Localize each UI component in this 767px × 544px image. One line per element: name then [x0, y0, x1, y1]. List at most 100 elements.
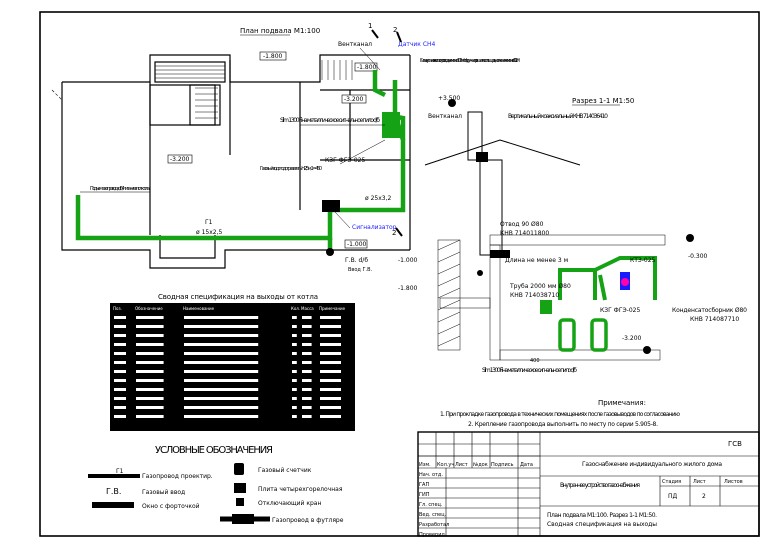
section-dim: 400	[530, 358, 540, 364]
elev-tag: -1.800	[263, 53, 283, 60]
spec-cell	[114, 415, 126, 418]
spec-cell	[136, 325, 164, 328]
legend-label: Газопровод в футляре	[272, 517, 344, 524]
plan-stairs	[155, 60, 353, 119]
tb-role: Проверил	[419, 532, 445, 538]
spec-cell	[292, 325, 297, 328]
section-elev: -1.000	[398, 257, 418, 264]
sheet-contents: План подвала М1:100. Разрез 1-1 М1:50.	[547, 512, 657, 519]
section-boiler-label: Slim 1300 Fi на металлическое сигнальное…	[482, 367, 577, 374]
spec-cell	[292, 343, 297, 346]
tb-column: Дата	[520, 462, 533, 468]
spec-cell	[320, 343, 341, 346]
spec-cell	[302, 325, 312, 328]
section-chimney-label: Вертикальный коаксиальный КНВ 714036410	[508, 113, 608, 120]
spec-cell	[292, 334, 297, 337]
title-block: ГСВ Газоснабжение индивидуального жилого…	[417, 431, 760, 538]
tb-role: Гл. спец.	[419, 502, 443, 508]
spec-cell	[114, 370, 126, 373]
spec-header-cell: Примечание	[319, 306, 346, 311]
tb-header: Лист	[693, 479, 706, 485]
spec-cell	[136, 352, 164, 355]
spec-cell	[114, 334, 126, 337]
spec-header-cell: Поз.	[113, 306, 122, 311]
plan-counter	[322, 200, 340, 212]
spec-cell	[320, 352, 341, 355]
legend-label: Окно с форточкой	[142, 503, 200, 510]
spec-cell	[302, 352, 312, 355]
legend-label: Отключающий кран	[258, 500, 321, 507]
elev-tag: -3.200	[170, 156, 190, 163]
tb-value: ПД	[668, 493, 678, 500]
elev-tag: -1.800	[357, 64, 377, 71]
tb-role: Нач. отд.	[419, 472, 443, 478]
plan-vent-label: Вентканал	[338, 41, 372, 48]
spec-cell	[302, 370, 312, 373]
plan-valve-label: КЗГ ФГЭ-025	[325, 157, 365, 164]
spec-cell	[292, 361, 297, 364]
section-1-1: Разрез 1-1 М1:50	[398, 95, 747, 374]
elev-tag: -3.200	[344, 96, 364, 103]
plan-pipe-drop-label: Подъем газопровода d/б, 4 питание в пол …	[90, 186, 150, 192]
section-elev: -3.200	[622, 335, 642, 342]
spec-cell	[320, 370, 341, 373]
section-elev: +3.500	[438, 95, 460, 102]
spec-cell	[136, 406, 164, 409]
legend-label: Газовый ввод	[142, 489, 185, 496]
spec-cell	[184, 361, 259, 364]
sheet-contents: Сводная спецификация на выходы	[547, 521, 657, 528]
tb-role: Вед. спец.	[419, 512, 447, 518]
spec-cell	[302, 379, 312, 382]
tb-column: №док	[473, 462, 488, 468]
section-gas-pipe	[558, 256, 657, 301]
spec-cell	[320, 316, 341, 319]
legend-symbol: Г1	[116, 468, 124, 475]
plan-boiler	[382, 112, 400, 138]
spec-cell	[136, 388, 164, 391]
note-item: 1. При прокладке газопровода в техническ…	[440, 411, 680, 418]
section-flue	[490, 250, 510, 258]
section-marker: 1	[368, 22, 372, 30]
spec-cell	[136, 334, 164, 337]
plan-pipe-dn2: ø 25х3,2	[365, 195, 391, 202]
section-elev: -1.800	[398, 285, 418, 292]
section-vent-label: Вентканал	[428, 113, 462, 120]
spec-cell	[114, 325, 126, 328]
spec-cell	[184, 343, 259, 346]
plan-gv2-label: Ввод Г.В.	[348, 267, 373, 273]
plan-sensor-label: Датчик СН4	[398, 41, 436, 48]
spec-cell	[302, 334, 312, 337]
project-title: Газоснабжение индивидуального жилого дом…	[582, 461, 722, 468]
section-marker: 2	[393, 26, 397, 34]
plan-pipe-dn: ø 15х2,5	[196, 229, 222, 236]
spec-cell	[292, 397, 297, 400]
tb-role: Разработал	[419, 522, 449, 528]
spec-cell	[136, 343, 164, 346]
spec-cell	[184, 406, 259, 409]
spec-cell	[302, 316, 312, 319]
section-elev: -0.300	[688, 253, 708, 260]
spec-cell	[184, 397, 259, 400]
tb-column: Кол.уч	[437, 462, 454, 468]
spec-cell	[184, 334, 259, 337]
spec-header-cell: Наименование	[183, 306, 215, 311]
spec-cell	[184, 379, 259, 382]
tb-role: ГАП	[419, 482, 429, 488]
plan-elevations: -1.800 -1.800 -3.200 -3.200 -1.000	[167, 51, 378, 249]
plan-heater-label: Газовый водоподогреватель Н-2,5 м, 1=450	[260, 165, 322, 172]
tb-column: Лист	[455, 462, 468, 468]
spec-cell	[292, 415, 297, 418]
section-pipe-ext: Труба 2000 мм Ø80	[509, 283, 571, 290]
spec-cell	[184, 352, 259, 355]
drawing-title: Внутреннее устройство газоснабжения	[560, 482, 640, 489]
spec-cell	[114, 397, 126, 400]
spec-cell	[136, 415, 164, 418]
spec-cell	[292, 370, 297, 373]
section-title: Разрез 1-1 М1:50	[572, 97, 634, 105]
spec-cell	[184, 415, 259, 418]
spec-cell	[320, 388, 341, 391]
plan-pipe-label: Г1	[205, 219, 213, 226]
spec-cell	[184, 388, 259, 391]
spec-cell	[184, 370, 259, 373]
